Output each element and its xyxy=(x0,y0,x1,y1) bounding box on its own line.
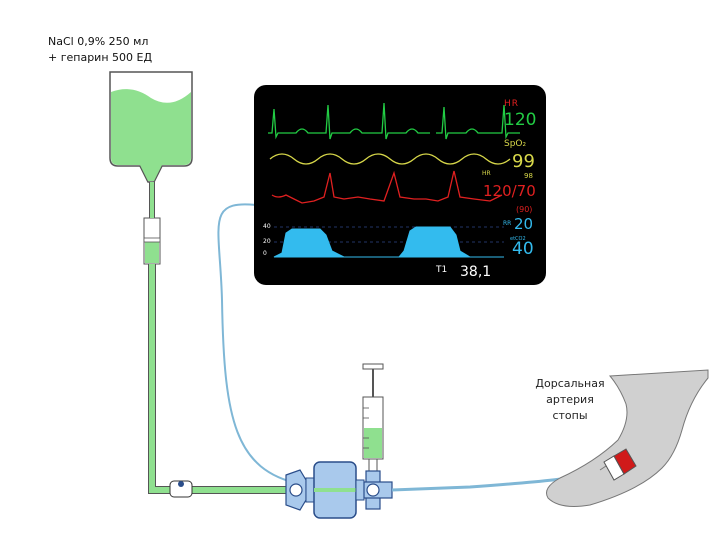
abp-value: 120/70 xyxy=(483,182,536,200)
rr-value: 20 xyxy=(514,215,534,233)
abp-mean: (90) xyxy=(516,205,533,214)
spo2-value: 99 xyxy=(512,151,535,172)
temp-label: T1 xyxy=(436,265,448,275)
capno-scale-top: 40 xyxy=(263,223,271,230)
patient-monitor: HR 120 SpO₂ 99 HR 98 120/70 (90) RR 20 e… xyxy=(254,85,546,285)
flush-syringe[interactable] xyxy=(362,363,384,472)
iv-bag xyxy=(109,71,193,183)
capnography-waveform xyxy=(273,226,504,258)
capno-scale-mid: 20 xyxy=(263,238,271,245)
iv-bag-label-line1: NaCl 0,9% 250 мл xyxy=(48,35,149,48)
drip-chamber xyxy=(143,217,161,265)
saline-tube xyxy=(148,182,300,494)
spo2-hr-value: 98 xyxy=(524,172,533,180)
iv-bag-label: NaCl 0,9% 250 мл + гепарин 500 ЕД xyxy=(48,34,152,66)
transducer-cable xyxy=(217,203,301,485)
roller-clamp[interactable] xyxy=(169,480,193,498)
site-label: Дорсальная артерия стопы xyxy=(520,376,620,424)
site-label-line1: Дорсальная xyxy=(535,377,605,390)
hr-label: HR xyxy=(504,99,520,109)
site-label-line2: артерия xyxy=(546,393,594,406)
abp-waveform xyxy=(271,170,503,204)
arterial-catheter xyxy=(603,448,637,481)
capno-scale-bottom: 0 xyxy=(263,250,267,257)
spo2-hr-label: HR xyxy=(482,170,491,177)
iv-bag-label-line2: + гепарин 500 ЕД xyxy=(48,51,153,64)
hr-value: 120 xyxy=(504,110,537,130)
spo2-waveform xyxy=(269,153,511,165)
etco2-value: 40 xyxy=(512,239,534,259)
spo2-label: SpO₂ xyxy=(504,139,527,149)
rr-label: RR xyxy=(503,220,512,227)
temp-value: 38,1 xyxy=(460,264,492,280)
site-label-line3: стопы xyxy=(552,409,588,422)
ecg-waveform xyxy=(268,102,520,140)
three-way-stopcock[interactable] xyxy=(363,470,393,510)
etco2-label: etCO2 xyxy=(510,236,526,242)
